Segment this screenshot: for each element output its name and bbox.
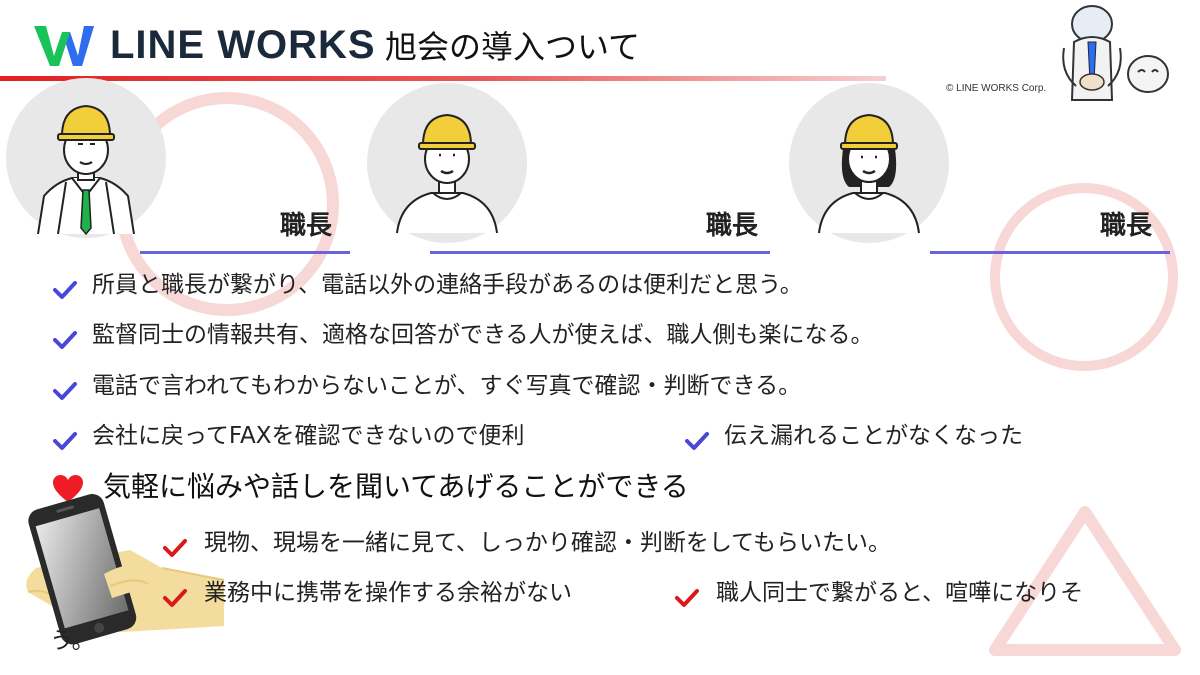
role-label: 職長: [1100, 211, 1153, 241]
feedback-item: 電話で言われてもわからないことが、すぐ写真で確認・判断できる。: [92, 373, 802, 399]
role-label: 職長: [706, 211, 759, 241]
check-blue-icon: [685, 432, 709, 450]
bowing-mascot-icon: [1062, 5, 1169, 101]
concern-item: 現物、現場を一緒に見て、しっかり確認・判断をしてもらいたい。: [204, 530, 892, 556]
decorative-ring: [990, 183, 1178, 371]
check-blue-icon: [53, 432, 77, 450]
feedback-item: 会社に戻ってFAXを確認できないので便利: [92, 423, 525, 449]
role-underline: [430, 251, 770, 254]
role-label: 職長: [280, 211, 333, 241]
concern-item: 職人同士で繋がると、喧嘩になりそ: [716, 580, 1084, 606]
concern-item: 業務中に携帯を操作する余裕がない: [204, 580, 572, 606]
check-red-icon: [163, 589, 187, 607]
concern-item-continuation: う。: [50, 628, 95, 654]
check-blue-icon: [53, 281, 77, 299]
check-blue-icon: [53, 382, 77, 400]
copyright-text: © LINE WORKS Corp.: [946, 83, 1047, 94]
worker-avatar: [6, 78, 166, 238]
role-underline: [140, 251, 350, 254]
check-blue-icon: [53, 331, 77, 349]
worker-helmet-icon: [396, 113, 498, 234]
feedback-item: 伝え漏れることがなくなった: [724, 423, 1023, 449]
worker-avatar: [367, 83, 527, 243]
brand-name: LINE WORKS: [110, 23, 376, 67]
header-divider: [0, 76, 886, 81]
role-underline: [930, 251, 1170, 254]
worker-helmet-icon: [37, 104, 135, 236]
heart-icon: [53, 475, 83, 502]
slide-title: 旭会の導入ついて: [385, 28, 641, 66]
feedback-item: 所員と職長が繋がり、電話以外の連絡手段があるのは便利だと思う。: [92, 272, 803, 298]
highlight-text: 気軽に悩みや話しを聞いてあげることができる: [103, 470, 689, 503]
line-works-logo-icon: [34, 26, 94, 66]
feedback-item: 監督同士の情報共有、適格な回答ができる人が使えば、職人側も楽になる。: [92, 322, 874, 348]
decorative-triangle: [989, 506, 1181, 656]
worker-helmet-icon: [818, 113, 920, 234]
worker-avatar: [789, 83, 949, 243]
smartphone-in-hand-icon: [26, 494, 224, 645]
check-red-icon: [163, 539, 187, 557]
check-red-icon: [675, 589, 699, 607]
